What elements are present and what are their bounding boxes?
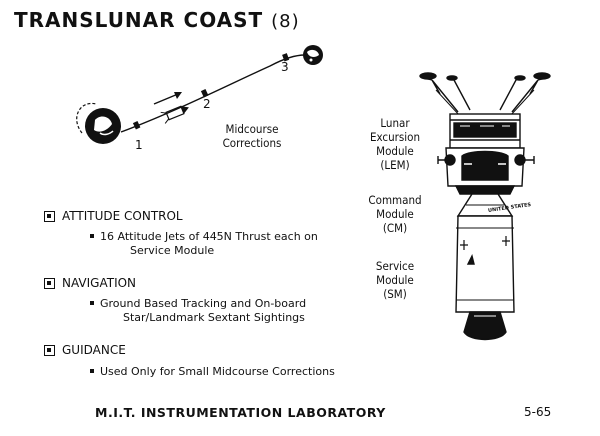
lem-label-line2: Excursion (369, 130, 421, 144)
direction-arrow-icon (153, 92, 182, 105)
apollo-stack-illustration: UNITED STATES (419, 72, 551, 341)
cm-label-line3: (CM) (382, 221, 408, 235)
page-title-text: TRANSLUNAR COAST (14, 8, 264, 32)
marker-label-2: 2 (203, 97, 211, 111)
sm-label-line1: Service (375, 259, 415, 273)
bullet-line1: Used Only for Small Midcourse Correction… (100, 365, 335, 378)
midcourse-caption: Midcourse Corrections (216, 122, 288, 150)
lem-label: Lunar Excursion Module (LEM) (362, 116, 428, 172)
lem-label-line1: Lunar (380, 116, 410, 130)
checkbox-square-icon (44, 210, 55, 222)
bullet-icon (90, 301, 94, 305)
section-navigation: NAVIGATION (44, 276, 136, 290)
page-title-number: (8) (271, 11, 300, 32)
lem-icon (419, 72, 551, 195)
bullet-icon (90, 369, 94, 373)
sm-label-line3: (SM) (383, 287, 407, 301)
bullet-line1: Ground Based Tracking and On-board (100, 297, 307, 310)
lem-label-line3: Module (376, 144, 414, 158)
cm-label-line1: Command (368, 193, 422, 207)
section-heading: GUIDANCE (62, 343, 126, 357)
service-module-icon (455, 215, 515, 341)
bullet-line2: Star/Landmark Sextant Sightings (123, 311, 305, 324)
section-guidance: GUIDANCE (44, 343, 126, 357)
spacecraft-small-icon (160, 105, 189, 124)
sm-label-line2: Module (376, 273, 414, 287)
checkbox-square-icon (44, 277, 55, 289)
section-heading: ATTITUDE CONTROL (62, 209, 183, 223)
trajectory-diagram: 1 2 3 (76, 45, 323, 152)
section-attitude-control: ATTITUDE CONTROL (44, 209, 183, 223)
trajectory-path (120, 54, 306, 133)
checkbox-square-icon (44, 344, 55, 356)
earth-icon (76, 102, 121, 144)
marker-label-1: 1 (135, 138, 143, 152)
correction-mark-1 (132, 121, 141, 130)
midcourse-caption-line1: Midcourse (225, 122, 279, 136)
bullet-line2: Service Module (130, 244, 215, 257)
attitude-bullet: 16 Attitude Jets of 445N Thrust each on … (90, 230, 318, 258)
lem-label-line4: (LEM) (380, 158, 410, 172)
command-module-icon: UNITED STATES (456, 193, 532, 217)
midcourse-caption-line2: Corrections (222, 136, 282, 150)
section-heading: NAVIGATION (62, 276, 137, 290)
cm-label-line2: Module (376, 207, 414, 221)
bullet-line1: 16 Attitude Jets of 445N Thrust each on (100, 230, 318, 243)
navigation-bullet: Ground Based Tracking and On-board Star/… (90, 297, 306, 325)
cm-label: Command Module (CM) (362, 193, 428, 235)
footer-lab-name: M.I.T. INSTRUMENTATION LABORATORY (95, 405, 386, 420)
page-number: 5-65 (524, 405, 552, 419)
page-title: TRANSLUNAR COAST (8) (14, 8, 300, 32)
sm-label: Service Module (SM) (362, 259, 428, 301)
bullet-icon (90, 234, 94, 238)
correction-mark-2 (200, 89, 209, 98)
guidance-bullet: Used Only for Small Midcourse Correction… (90, 365, 335, 379)
marker-label-3: 3 (281, 60, 289, 74)
correction-mark-3 (282, 53, 290, 62)
moon-icon (303, 45, 323, 65)
